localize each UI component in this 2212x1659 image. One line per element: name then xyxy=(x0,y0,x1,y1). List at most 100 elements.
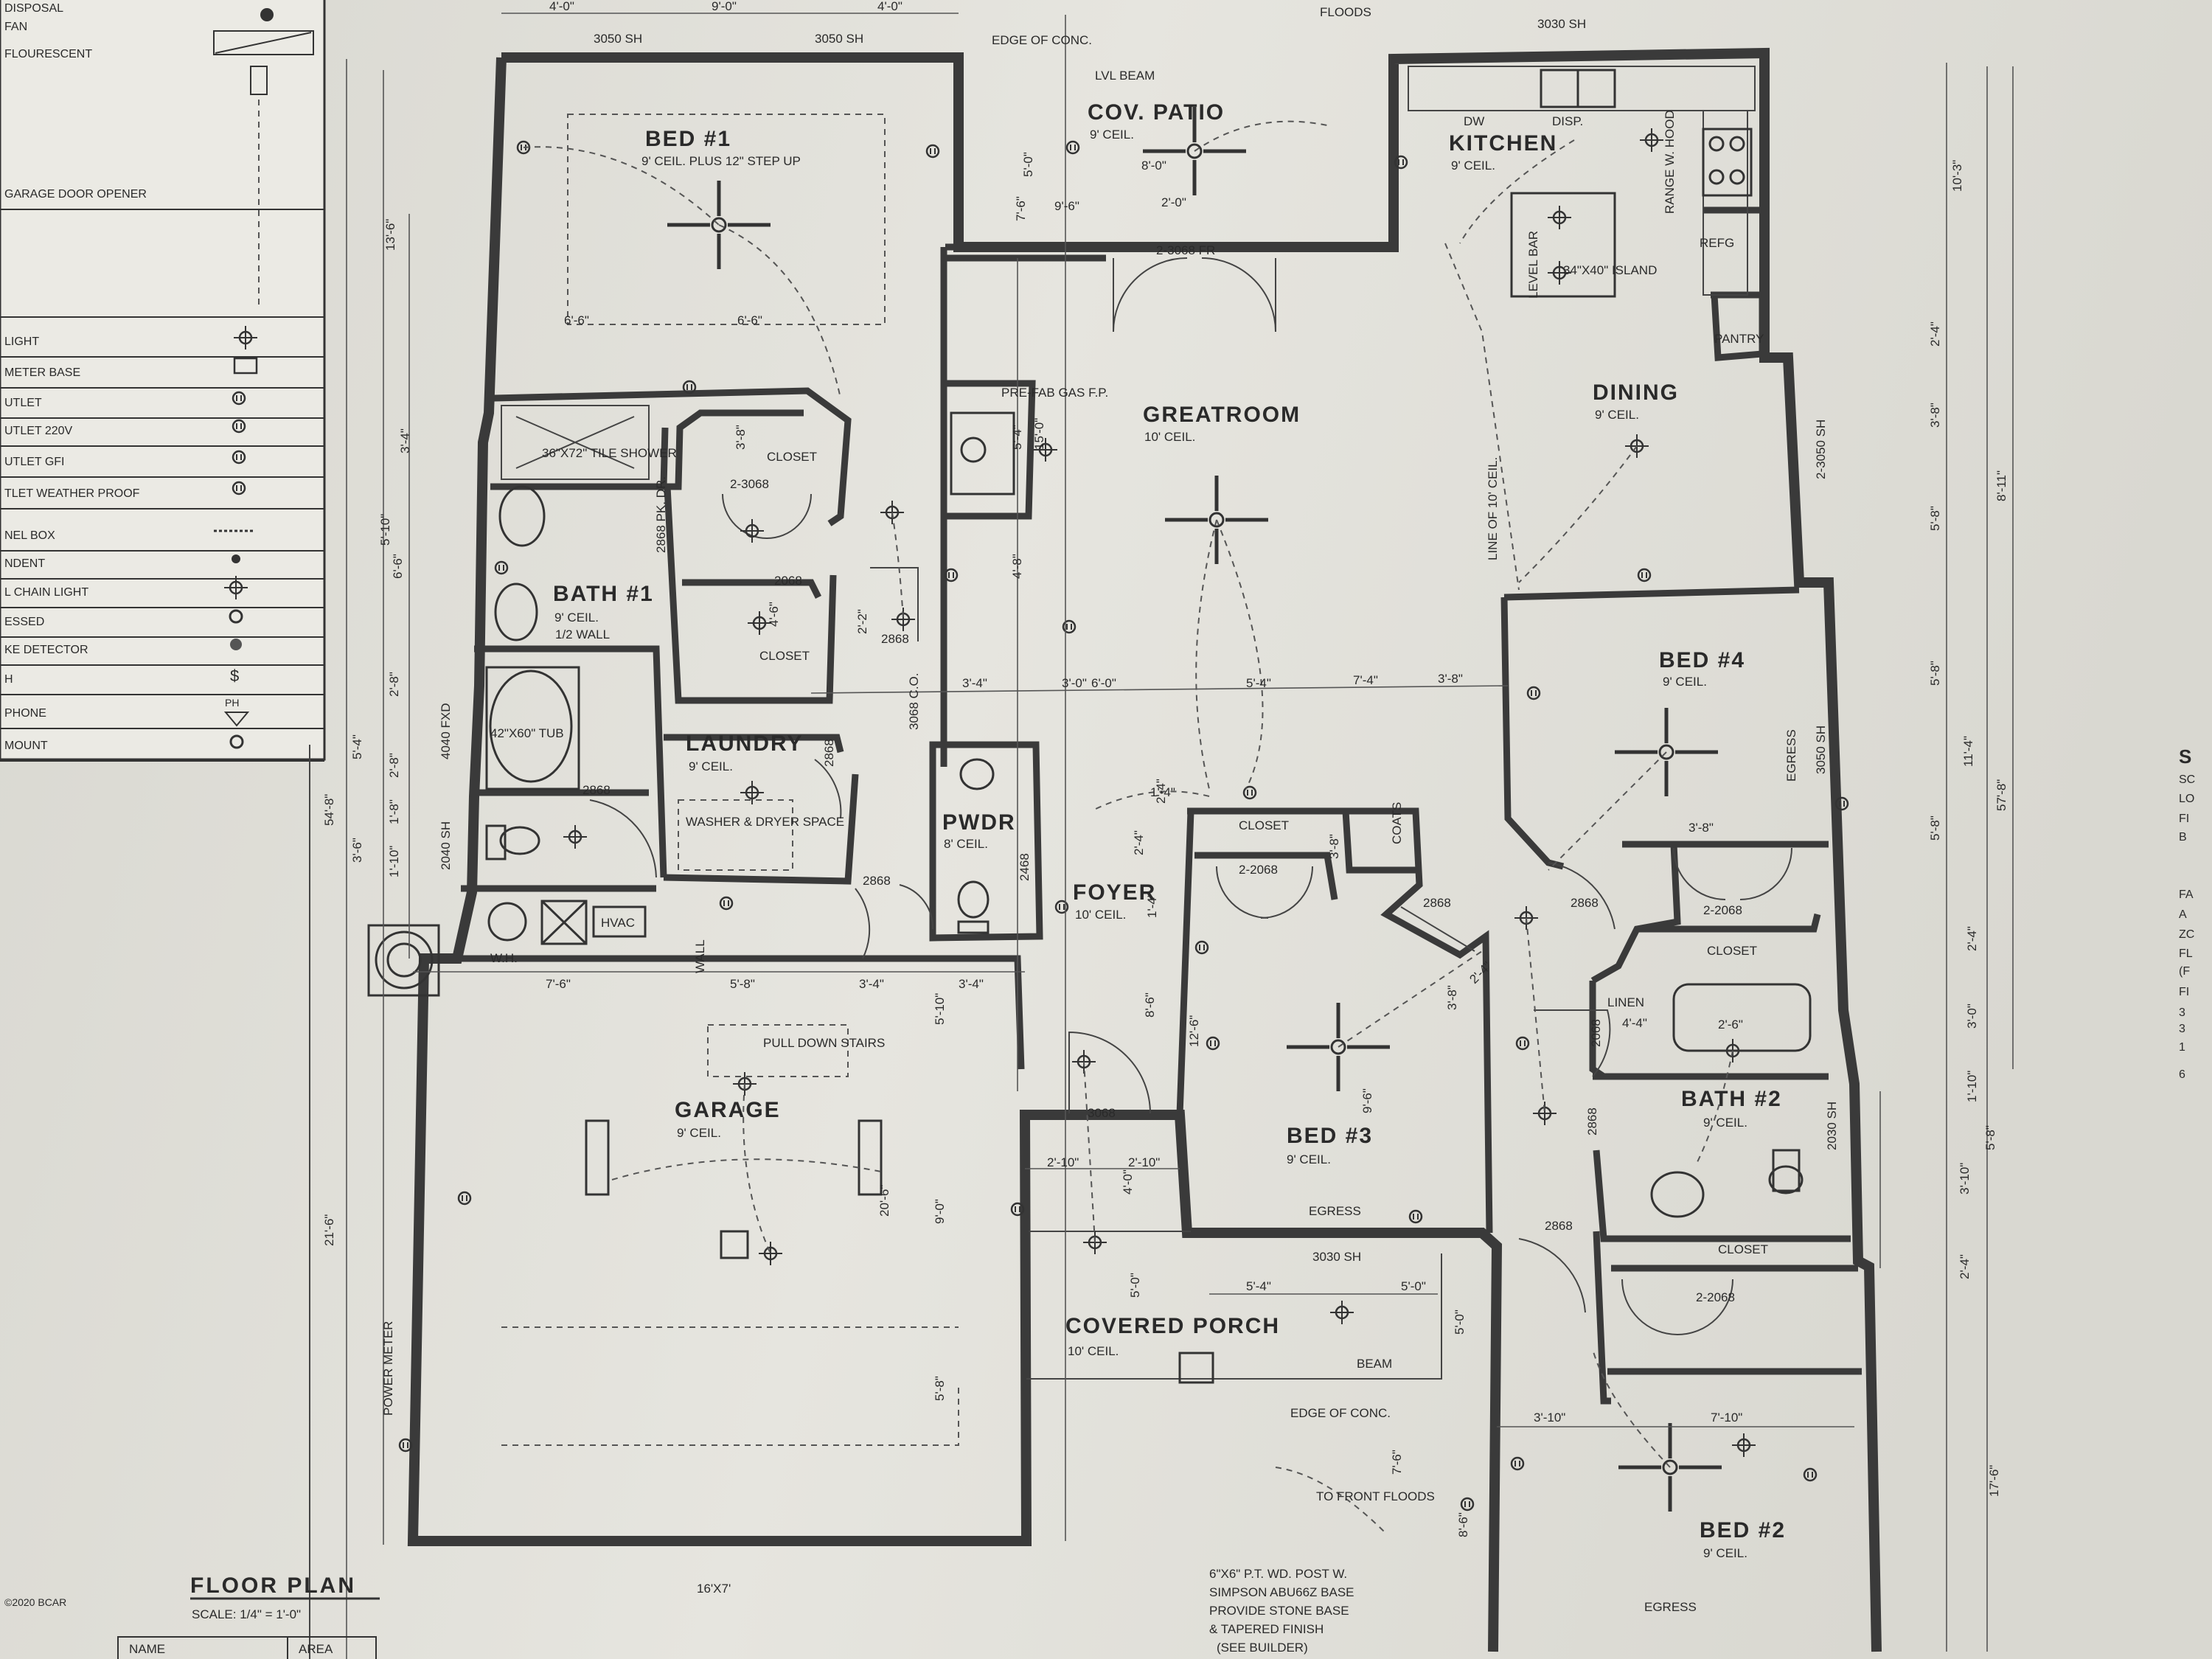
room-name-bed-3: BED #3 xyxy=(1287,1124,1373,1148)
note-pantry: PANTRY xyxy=(1714,332,1764,346)
note-dw: DW xyxy=(1464,114,1484,128)
note-pull-down: PULL DOWN STAIRS xyxy=(763,1036,885,1050)
dim-top-3: 4'-0" xyxy=(877,0,902,13)
dim-right-8: 5'-8" xyxy=(1928,815,1942,841)
note-closet-laundry: CLOSET xyxy=(759,649,810,663)
legend-item-label: FLOURESCENT xyxy=(4,48,92,60)
note-closet-bed3: CLOSET xyxy=(1239,818,1289,832)
legend-item-label: NDENT xyxy=(4,557,45,570)
dimension-label: 8'-6" xyxy=(1456,1512,1470,1537)
room-ceil-greatroom: 10' CEIL. xyxy=(1144,430,1195,444)
note-beam: BEAM xyxy=(1357,1357,1392,1371)
right-edge-fragment: FI xyxy=(2179,986,2189,998)
note-line-ceil: LINE OF 10' CEIL. xyxy=(1486,457,1500,560)
dimension-label: 20'-6" xyxy=(877,1185,891,1217)
room-ceil-cov-patio: 9' CEIL. xyxy=(1090,128,1134,142)
dim-garage-3: 3'-4" xyxy=(859,977,884,991)
note-post-line-1: 6"X6" P.T. WD. POST W. xyxy=(1209,1567,1347,1581)
dimension-label: 2'-0" xyxy=(1161,195,1186,209)
callout-door-2868-laundry: 2868 xyxy=(582,783,611,797)
callout-door-2-3068-fr: 2-3068 FR xyxy=(1156,243,1215,257)
dimension-label: 5'-0" xyxy=(1021,152,1035,177)
room-name-greatroom: GREATROOM xyxy=(1143,403,1301,427)
dim-right-5: 5'-8" xyxy=(1928,506,1942,531)
dimension-label: 5'-8" xyxy=(933,1376,947,1401)
dimension-label: 8'-0" xyxy=(1141,159,1166,173)
callout-door-2868-b: 2868 xyxy=(881,632,909,646)
room-ceil-bed-2: 9' CEIL. xyxy=(1703,1546,1747,1560)
dimension-label: 5'-0" xyxy=(1453,1310,1467,1335)
svg-text:PH: PH xyxy=(225,697,239,709)
note-egress-bed4: EGRESS xyxy=(1784,729,1798,782)
room-ceil-bed-4: 9' CEIL. xyxy=(1663,675,1707,689)
dim-right-9: 57'-8" xyxy=(1994,779,2008,811)
dimension-label: 2'-2" xyxy=(855,609,869,634)
dim-bed1-1: 6'-6" xyxy=(564,313,589,327)
room-ceil-foyer: 10' CEIL. xyxy=(1075,908,1126,922)
right-edge-fragment: FI xyxy=(2179,813,2189,825)
dim-right-10: 2'-4" xyxy=(1965,926,1979,951)
right-edge-fragment: 6 xyxy=(2179,1068,2185,1081)
dimension-label: 12'-6" xyxy=(1187,1015,1201,1047)
legend-item-label: TLET WEATHER PROOF xyxy=(4,487,140,500)
callout-door-2-2068-c: 2-2068 xyxy=(1696,1290,1735,1304)
callout-door-2868-pk: 2868 PK. DR. xyxy=(654,476,668,553)
note-closet-bed2: CLOSET xyxy=(1718,1242,1768,1256)
note-disp: DISP. xyxy=(1552,114,1583,128)
dim-bed2-2: 7'-10" xyxy=(1711,1411,1742,1425)
right-edge-fragment: 1 xyxy=(2179,1041,2185,1054)
right-edge-fragment: 3 xyxy=(2179,1023,2185,1035)
dimension-label: 9'-6" xyxy=(1054,199,1079,213)
dim-mid-5: 7'-4" xyxy=(1353,673,1378,687)
dim-left-3: 5'-10" xyxy=(378,514,392,546)
dimension-label: 5'-0" xyxy=(1128,1273,1142,1298)
dim-mid-1: 3'-4" xyxy=(962,676,987,690)
dimension-label: 5'-10" xyxy=(933,993,947,1025)
misc-dimension-text: 9'-6"7'-6"8'-0"5'-0"3'-8"5'-4"15'-0"4'-8… xyxy=(734,152,1743,1537)
dimension-label: 3'-8" xyxy=(734,425,748,450)
right-edge-fragment: S xyxy=(2179,745,2191,768)
note-edge-conc-top: EDGE OF CONC. xyxy=(992,33,1092,47)
dim-front-1: 2'-10" xyxy=(1047,1155,1079,1169)
wiring-lines xyxy=(523,120,1733,1534)
note-tub: 42"X60" TUB xyxy=(490,726,564,740)
dim-mid-2: 3'-0" xyxy=(1062,676,1087,690)
right-edge-fragment: FA xyxy=(2179,888,2194,901)
dim-right-6: 5'-8" xyxy=(1928,661,1942,686)
callout-door-2068-a: 2068 xyxy=(774,574,802,588)
note-post-line-2: SIMPSON ABU66Z BASE xyxy=(1209,1585,1354,1599)
dim-mid-3: 6'-0" xyxy=(1091,676,1116,690)
dim-bed1-2: 6'-6" xyxy=(737,313,762,327)
legend-item-label: UTLET GFI xyxy=(4,456,65,468)
dim-right-2: 2'-4" xyxy=(1928,321,1942,347)
room-ceil-covered-porch: 10' CEIL. xyxy=(1068,1344,1119,1358)
dim-left-12: 21'-6" xyxy=(322,1214,336,1246)
dim-porch-1: 5'-4" xyxy=(1246,1279,1271,1293)
dim-left-9: 3'-6" xyxy=(350,838,364,863)
dim-left-5: 2'-8" xyxy=(387,672,401,697)
dim-left-2: 3'-4" xyxy=(398,428,412,453)
room-name-bath-2: BATH #2 xyxy=(1681,1087,1782,1111)
dimension-text: 4'-0" 9'-0" 4'-0" 3'-4" 3'-0" 6'-0" 5'-4… xyxy=(322,0,2008,1497)
callout-door-2868-c: 2868 xyxy=(822,739,836,767)
legend-item-label: DISPOSAL xyxy=(4,2,63,15)
watermark: ©2020 BCAR xyxy=(4,1596,66,1608)
callout-window-3050-top-mid: 3050 SH xyxy=(815,32,863,46)
room-name-pwdr: PWDR xyxy=(942,810,1016,835)
dimension-label: 3'-8" xyxy=(1327,834,1341,859)
note-to-front: TO FRONT FLOODS xyxy=(1316,1489,1435,1503)
callout-door-3068-co: 3068 C.O. xyxy=(907,673,921,731)
dimension-lines xyxy=(383,13,2014,1652)
dimension-label: 4'-4" xyxy=(1622,1016,1647,1030)
room-name-bath-1: BATH #1 xyxy=(553,582,654,606)
dim-right-13: 3'-10" xyxy=(1958,1163,1972,1194)
callout-door-2-3068: 2-3068 xyxy=(730,477,769,491)
note-coats: COATS xyxy=(1390,802,1404,844)
dim-right-14: 5'-8" xyxy=(1983,1125,1997,1150)
right-edge-fragment: A xyxy=(2179,908,2187,921)
note-island: 34"X40" ISLAND xyxy=(1563,263,1657,277)
legend-item-label: UTLET xyxy=(4,397,42,409)
room-name-covered-porch: COVERED PORCH xyxy=(1065,1314,1280,1338)
